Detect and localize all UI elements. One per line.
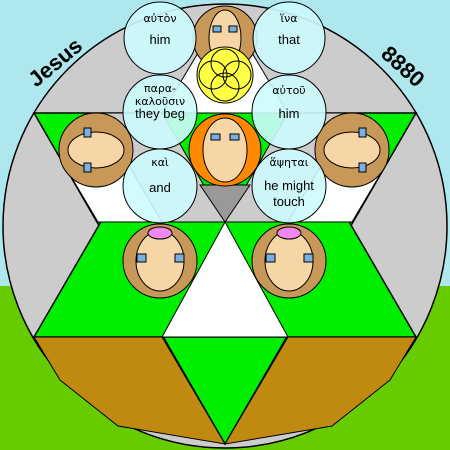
- bubble-greek: αὐτὸν: [143, 12, 176, 25]
- bubble-greek: ἵνα: [279, 12, 297, 25]
- bubble-english: him: [150, 32, 171, 47]
- word-bubble-and: καὶ and: [122, 148, 198, 224]
- bubble-greek-line2: καλοῦσιν: [135, 95, 185, 108]
- face-medallion-lower-right: [251, 223, 327, 299]
- bubble-greek: ἅψηται: [269, 156, 308, 169]
- word-bubble-he-might-touch: ἅψηται he might touch: [251, 148, 327, 224]
- brown-sector-left: [33, 336, 226, 445]
- word-bubble-him: αὐτὸν him: [123, 1, 197, 75]
- bubble-english: him: [279, 106, 300, 121]
- bubble-english-line2: touch: [273, 194, 305, 209]
- brown-sector-right: [224, 336, 417, 445]
- orange-face-medallion: [188, 113, 262, 187]
- bubble-english: that: [278, 32, 300, 47]
- bubble-english: and: [149, 180, 171, 195]
- bubble-greek-line1: παρα-: [144, 82, 176, 95]
- yellow-flower-medallion: [196, 46, 254, 104]
- bubble-english: they beg: [135, 106, 185, 121]
- bubble-greek: αὐτοῦ: [272, 84, 305, 97]
- word-bubble-him-2: αὐτοῦ him: [251, 74, 327, 150]
- word-bubble-that: ἵνα that: [252, 1, 326, 75]
- face-medallion-lower-left: [122, 223, 198, 299]
- word-bubble-they-beg: παρα- καλοῦσιν they beg: [122, 74, 198, 150]
- face-medallion-left: [58, 112, 134, 188]
- bubble-english-line1: he might: [264, 178, 314, 193]
- face-medallion-right: [314, 112, 390, 188]
- bubble-greek: καὶ: [151, 156, 169, 169]
